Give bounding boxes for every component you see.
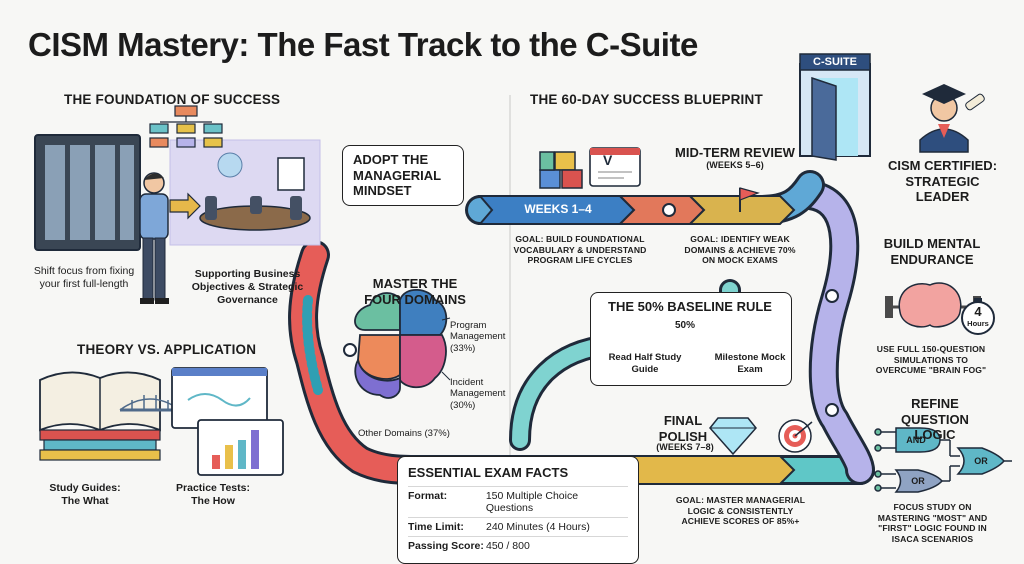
exam-fact-row: Passing Score:450 / 800	[408, 536, 628, 555]
fact-value: 150 Multiple Choice Questions	[485, 490, 579, 514]
weeks-1-4-label: WEEKS 1–4	[524, 202, 592, 216]
refine-logic-heading: REFINE QUESTION LOGIC	[901, 396, 969, 443]
four-domains-heading: MASTER THE FOUR DOMAINS	[364, 276, 466, 307]
or-gate-icon	[894, 469, 943, 493]
exam-facts-heading: ESSENTIAL EXAM FACTS	[408, 465, 569, 480]
endurance-heading: BUILD MENTAL ENDURANCE	[883, 236, 981, 267]
midterm-title: MID-TERM REVIEW	[675, 145, 795, 160]
timer-number: 4	[974, 304, 982, 319]
and-gate-label: AND	[906, 435, 926, 445]
supporting-objectives-caption: Supporting Business Objectives & Strateg…	[191, 268, 304, 307]
goal-final: GOAL: MASTER MANAGERIAL LOGIC & CONSISTE…	[675, 495, 806, 527]
midterm-weeks: (WEEKS 5–6)	[706, 160, 764, 170]
and-gate-icon	[895, 427, 941, 453]
milestone-label: Milestone Mock Exam	[714, 352, 786, 375]
exam-facts-card: ESSENTIAL EXAM FACTS Format: 150 Multiple…	[397, 456, 639, 564]
read-half-label: Read Half Study Guide	[608, 352, 682, 375]
flag-icon	[739, 187, 760, 212]
practice-test-screen-illustration	[171, 367, 284, 476]
org-chart-icon	[149, 105, 223, 148]
meeting-room-illustration	[169, 139, 321, 246]
leader-line	[441, 371, 451, 381]
fact-key: Format:	[408, 490, 448, 502]
graduate-illustration	[919, 84, 985, 153]
target-icon	[778, 419, 813, 453]
csuite-sign: C-SUITE	[813, 56, 857, 68]
exam-fact-row: Time Limit: 240 Minutes (4 Hours)	[408, 517, 628, 536]
timer-unit: Hours	[967, 319, 989, 328]
shift-focus-caption: Shift focus from fixing your first full-…	[33, 265, 135, 291]
server-rack-illustration	[34, 134, 141, 251]
baseline-rule-heading: THE 50% BASELINE RULE	[608, 299, 772, 314]
blocks-illustration	[539, 151, 583, 189]
theory-application-heading: THEORY VS. APPLICATION	[77, 342, 257, 357]
final-polish-weeks: (WEEKS 7–8)	[656, 442, 714, 452]
page-title: CISM Mastery: The Fast Track to the C-Su…	[28, 26, 698, 63]
or-gate-output-label: OR	[974, 456, 988, 466]
or-gate-label: OR	[911, 476, 925, 486]
goal-weeks-1-4: GOAL: BUILD FOUNDATIONAL VOCABULARY & UN…	[513, 234, 647, 266]
program-management-label: Program Management (33%)	[450, 320, 506, 354]
midterm-banner	[687, 195, 796, 225]
fact-value: 240 Minutes (4 Hours)	[486, 521, 590, 533]
foundation-heading: THE FOUNDATION OF SUCCESS	[64, 92, 281, 107]
adopt-mindset-callout: ADOPT THE MANAGERIAL MINDSET	[342, 145, 464, 206]
blueprint-heading: THE 60-DAY SUCCESS BLUEPRINT	[530, 92, 763, 107]
milestone-dot	[343, 343, 357, 357]
brain-illustration	[354, 288, 448, 399]
study-guides-caption: Study Guides: The What	[49, 482, 121, 508]
fact-key: Passing Score:	[408, 540, 484, 552]
or-gate-output-icon	[956, 447, 1005, 475]
diamond-icon	[709, 417, 757, 456]
goal-midterm: GOAL: IDENTIFY WEAK DOMAINS & ACHIEVE 70…	[684, 234, 796, 266]
timer-icon	[961, 298, 995, 335]
person-illustration	[139, 172, 169, 304]
leader-line	[441, 317, 451, 321]
final-polish-banner	[614, 455, 796, 485]
fact-key: Time Limit:	[408, 521, 464, 533]
milestone-dot	[825, 403, 839, 417]
checklist-card-illustration	[589, 147, 641, 187]
other-domains-label: Other Domains (37%)	[358, 428, 450, 439]
exam-fact-row: Format: 150 Multiple Choice Questions	[408, 486, 628, 517]
fact-value: 450 / 800	[486, 540, 530, 552]
incident-management-label: Incident Management (30%)	[450, 377, 506, 411]
arrow-right-icon	[169, 192, 201, 220]
endurance-caption: USE FULL 150-QUESTION SIMULATIONS TO OVE…	[875, 344, 987, 376]
baseline-percent: 50%	[675, 320, 696, 331]
practice-tests-caption: Practice Tests: The How	[176, 482, 250, 508]
checklist-v-mark: V	[603, 152, 613, 168]
milestone-dot	[825, 289, 839, 303]
csuite-door-illustration	[799, 53, 871, 161]
milestone-dot	[662, 203, 676, 217]
baseline-rule-card	[590, 292, 792, 386]
focus-study-caption: FOCUS STUDY ON MASTERING "MOST" AND "FIR…	[877, 502, 988, 545]
cism-certified-label: CISM CERTIFIED: STRATEGIC LEADER	[887, 158, 998, 205]
book-illustration	[39, 371, 161, 461]
logic-gates-illustration	[874, 428, 1012, 492]
final-polish-title: FINAL POLISH	[658, 413, 708, 444]
